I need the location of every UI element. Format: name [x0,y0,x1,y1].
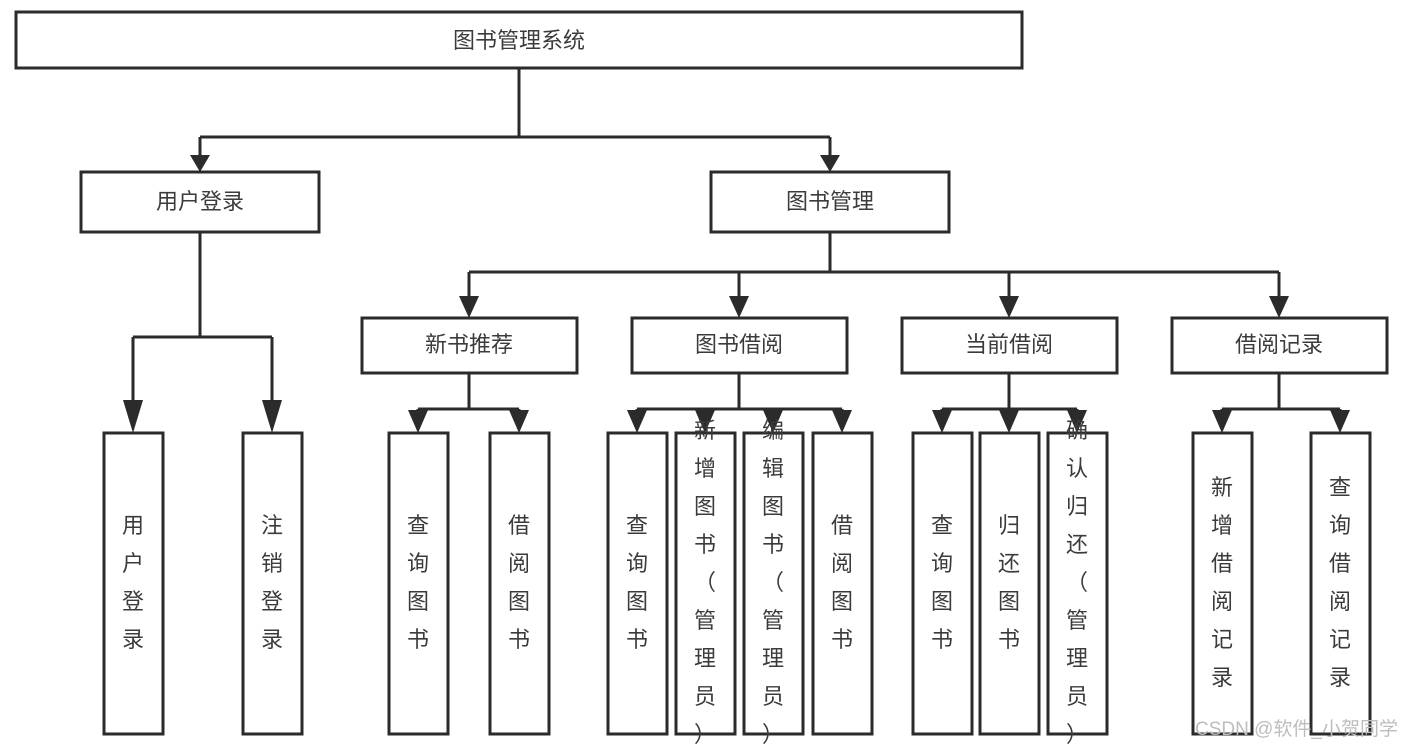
leaf-label: 编辑图书（管理员） [762,418,784,747]
borrow-record-box [1170,316,1389,375]
leaf-layer: 用户登录 注销登录 查询图书 借阅图书 查询图书 新增图书 [102,418,1372,747]
arrow-leaf-cb-confirm [1067,410,1087,433]
arrow-leaf-br-query [1330,410,1350,433]
leaf-box [811,431,874,736]
leaf-node-bb-edit-book-admin[interactable]: 编辑图书（管理员） [742,418,805,747]
current-borrow-box [900,316,1119,375]
book-management-label: 图书管理 [786,189,874,214]
arrow-book-mgmt [820,155,840,172]
leaf-label: 查询图书 [626,513,648,652]
leaf-node-nbr-query-book[interactable]: 查询图书 [387,431,450,736]
leaf-node-br-query-record[interactable]: 查询借阅记录 [1309,431,1372,736]
leaf-label: 查询借阅记录 [1329,475,1351,690]
leaf-label: 借阅图书 [508,513,530,652]
leaf-box [911,431,974,736]
book-borrow-box [630,316,849,375]
leaf-node-cb-query-book[interactable]: 查询图书 [911,431,974,736]
arrow-leaf-nbr-borrow [509,410,529,433]
node-root-book-management-system[interactable]: 图书管理系统 [14,10,1024,70]
new-book-recommend-box [360,316,579,375]
arrow-leaf-cb-return [999,410,1019,433]
borrow-record-label: 借阅记录 [1235,332,1323,357]
arrow-leaf-bb-borrow [832,410,852,433]
arrow-leaf-br-add [1212,410,1232,433]
leaf-box [1191,431,1254,736]
node-current-borrow[interactable]: 当前借阅 [900,316,1119,375]
current-borrow-label: 当前借阅 [965,332,1053,357]
leaf-box [1309,431,1372,736]
root-box [14,10,1024,70]
node-book-management[interactable]: 图书管理 [709,170,951,234]
leaf-label: 查询图书 [407,513,429,652]
arrow-leaf-bb-edit [763,410,783,433]
arrow-leaf-bb-add [695,410,715,433]
leaf-box [102,431,165,736]
arrow-current-borrow [999,296,1019,318]
leaf-node-logout[interactable]: 注销登录 [241,431,304,736]
leaf-label: 查询图书 [931,513,953,652]
arrow-leaf-bb-query [627,410,647,433]
leaf-label: 注销登录 [261,513,283,652]
node-user-login[interactable]: 用户登录 [79,170,321,234]
leaf-node-cb-confirm-return-admin[interactable]: 确认归还（管理员） [1046,418,1109,747]
leaf-node-bb-add-book-admin[interactable]: 新增图书（管理员） [674,418,737,747]
node-book-borrow[interactable]: 图书借阅 [630,316,849,375]
leaf-box [387,431,450,736]
leaf-label: 确认归还（管理员） [1066,418,1088,747]
root-label: 图书管理系统 [453,28,585,53]
leaf-box [606,431,669,736]
book-management-box [709,170,951,234]
leaf-label: 用户登录 [122,513,144,652]
leaf-box [241,431,304,736]
leaf-label: 借阅图书 [831,513,853,652]
leaf-label: 归还图书 [998,513,1020,652]
leaf-box [742,431,805,736]
node-borrow-record[interactable]: 借阅记录 [1170,316,1389,375]
leaf-box [488,431,551,736]
arrow-leaf-user-login [123,400,143,433]
leaf-node-nbr-borrow-book[interactable]: 借阅图书 [488,431,551,736]
leaf-box [978,431,1041,736]
leaf-box [674,431,737,736]
leaf-box [1046,431,1109,736]
node-new-book-recommend[interactable]: 新书推荐 [360,316,579,375]
leaf-label: 新增图书（管理员） [694,418,716,747]
user-login-label: 用户登录 [156,189,244,214]
csdn-watermark: CSDN @软件_小贺同学 [1195,718,1398,740]
arrow-user-login [190,155,210,172]
arrow-book-borrow [729,296,749,318]
arrow-leaf-cb-query [932,410,952,433]
leaf-node-bb-query-book[interactable]: 查询图书 [606,431,669,736]
arrow-borrow-record [1269,296,1289,318]
arrow-new-book-recommend [459,296,479,318]
leaf-node-user-login[interactable]: 用户登录 [102,431,165,736]
leaf-node-br-add-record[interactable]: 新增借阅记录 [1191,431,1254,736]
arrow-leaf-logout [262,400,282,433]
leaf-node-cb-return-book[interactable]: 归还图书 [978,431,1041,736]
new-book-recommend-label: 新书推荐 [425,332,513,357]
book-borrow-label: 图书借阅 [695,332,783,357]
leaf-label: 新增借阅记录 [1211,475,1233,690]
arrow-leaf-nbr-query [408,410,428,433]
user-login-box [79,170,321,234]
leaf-node-bb-borrow-book[interactable]: 借阅图书 [811,431,874,736]
connector-layer [123,68,1350,433]
